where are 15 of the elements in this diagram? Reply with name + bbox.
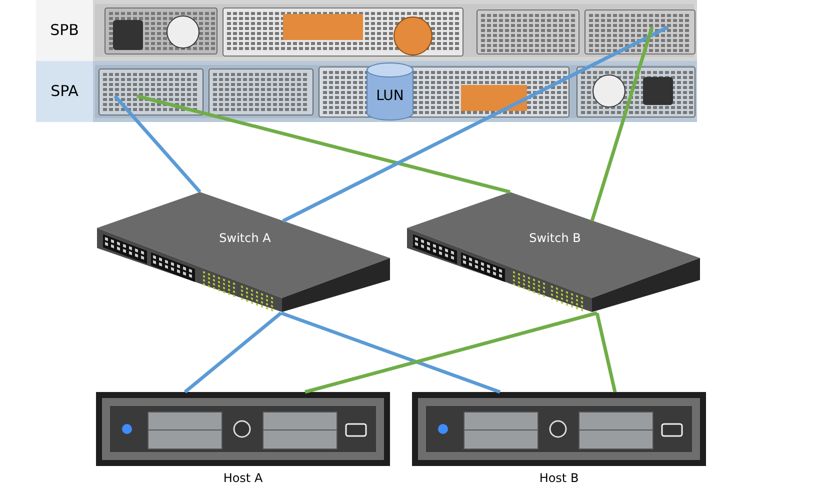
- network-cable: [595, 312, 617, 392]
- device-label: Switch A: [218, 231, 272, 245]
- row-label: SPA: [36, 61, 93, 122]
- device-label: Switch B: [528, 231, 582, 245]
- network-cable: [184, 312, 282, 394]
- network-cable: [280, 311, 501, 394]
- device-label: Host A: [222, 471, 264, 485]
- network-cable: [136, 94, 510, 194]
- row-label: SPB: [36, 0, 93, 61]
- network-cable: [590, 26, 654, 222]
- device-label: Host B: [538, 471, 580, 485]
- network-cable: [304, 311, 598, 394]
- network-cable: [114, 94, 202, 194]
- network-cable: [282, 25, 669, 223]
- storage-label: LUN: [375, 88, 405, 104]
